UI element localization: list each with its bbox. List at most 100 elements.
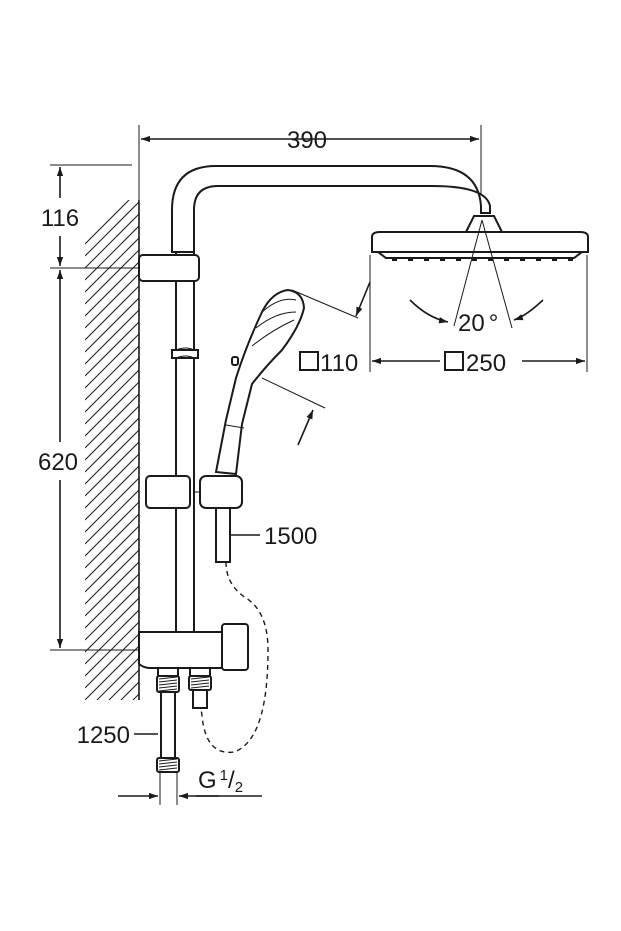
hand-square-symbol [299, 351, 319, 371]
nozzle [408, 258, 413, 261]
wall-hatch-line [85, 645, 139, 700]
head-shower [371, 215, 589, 261]
thread-line [158, 761, 178, 765]
nozzle [504, 258, 509, 261]
thread-line [158, 682, 178, 686]
dimension-hand-shower-size: 110 [261, 281, 371, 446]
wall-hatch-line [85, 273, 139, 329]
nozzle [568, 258, 573, 261]
wall-hatch-line [85, 441, 139, 497]
dimension-lower-hose: 1250 [77, 722, 158, 749]
wall-hatch-line [85, 453, 139, 509]
nozzle [424, 258, 429, 261]
wall-hatch-line [85, 333, 139, 389]
wall-hatch-line [85, 465, 139, 521]
hand-shower-size-label: 110 [320, 350, 358, 377]
head-square-symbol [444, 351, 464, 371]
nozzle [472, 258, 477, 261]
top-offset-label: 116 [41, 205, 79, 232]
wall-hatch-line [85, 561, 139, 617]
wall-hatch-line [85, 549, 139, 605]
wall-hatch-line [85, 573, 139, 629]
slider-bracket [145, 475, 191, 509]
nozzle [456, 258, 461, 261]
rail-height-label: 620 [38, 449, 78, 476]
wall-hatch-line [85, 501, 139, 557]
arm-length-label: 390 [287, 127, 327, 154]
wall-hatch-line [85, 489, 139, 545]
wall-hatch-line [85, 369, 139, 425]
nozzle [440, 258, 445, 261]
wall-hatch-line [85, 633, 139, 689]
top-wall-bracket [138, 254, 200, 282]
dimension-rail-height: 620 [38, 270, 78, 648]
wall-hatch-line [85, 429, 139, 485]
wall-hatch-line [85, 261, 139, 317]
nozzle [536, 258, 541, 261]
thread-line [190, 685, 210, 689]
wall-hatch-line [85, 381, 139, 437]
extension-lines [50, 125, 588, 651]
hose-length-label: 1500 [264, 523, 317, 550]
thermostat-handle [221, 623, 249, 671]
wall-hatch-line [85, 285, 139, 341]
wall-hatch-line [85, 597, 139, 653]
thread-line [190, 679, 210, 683]
spray-angle-label: 20° [458, 310, 498, 337]
wall-hatch-line [85, 237, 139, 293]
thread-line [158, 676, 178, 680]
head-shower-nozzles [392, 258, 573, 261]
thread-line [158, 767, 178, 771]
hand-shower-holder [199, 475, 243, 509]
wall-hatch-line [85, 357, 139, 413]
nozzle [552, 258, 557, 261]
nozzle [488, 258, 493, 261]
wall-hatch-line [120, 681, 139, 700]
thread-line [190, 676, 210, 680]
inlet-connections [156, 667, 212, 773]
dimension-arm-length: 390 [141, 127, 479, 154]
wall-hatch-line [85, 201, 139, 257]
wall-hatch-line [85, 585, 139, 641]
wall-hatch-line [85, 513, 139, 569]
dimension-top-offset: 116 [41, 167, 79, 266]
wall-hatch-line [85, 249, 139, 305]
thread-line [158, 758, 178, 762]
lower-hose-label: 1250 [77, 722, 130, 749]
head-shower-size-label: 250 [466, 350, 506, 377]
thread-line [158, 685, 178, 689]
wall-hatch-line [85, 405, 139, 461]
shower-hose: 1500 [199, 507, 317, 754]
wall-hatch-line [85, 345, 139, 401]
wall-hatch-line [85, 609, 139, 665]
thread-line [158, 679, 178, 683]
thread-line [158, 764, 178, 768]
wall-hatch-line [85, 200, 130, 245]
wall-hatch-line [85, 477, 139, 533]
shower-rail [138, 251, 243, 633]
wall-hatch-line [96, 657, 139, 700]
thread-line [158, 688, 178, 692]
wall-hatch-line [85, 321, 139, 377]
wall-hatch-line [85, 225, 139, 281]
shower-arm [171, 165, 491, 253]
wall [85, 200, 140, 700]
wall-hatch-line [85, 417, 139, 473]
wall-hatch-line [85, 525, 139, 581]
hand-shower [214, 288, 306, 476]
thread-line [190, 682, 210, 686]
wall-hatch-line [85, 393, 139, 449]
wall-hatch-line [85, 297, 139, 353]
wall-hatch-line [85, 537, 139, 593]
thermostat-body [138, 623, 249, 671]
spray-angle-indicator: 20° [409, 219, 544, 337]
nozzle [392, 258, 397, 261]
wall-hatch-line [85, 309, 139, 365]
wall-hatch-line [85, 621, 139, 677]
nozzle [520, 258, 525, 261]
wall-hatch-line [85, 213, 139, 269]
dimension-head-shower-size: 250 [372, 350, 585, 377]
